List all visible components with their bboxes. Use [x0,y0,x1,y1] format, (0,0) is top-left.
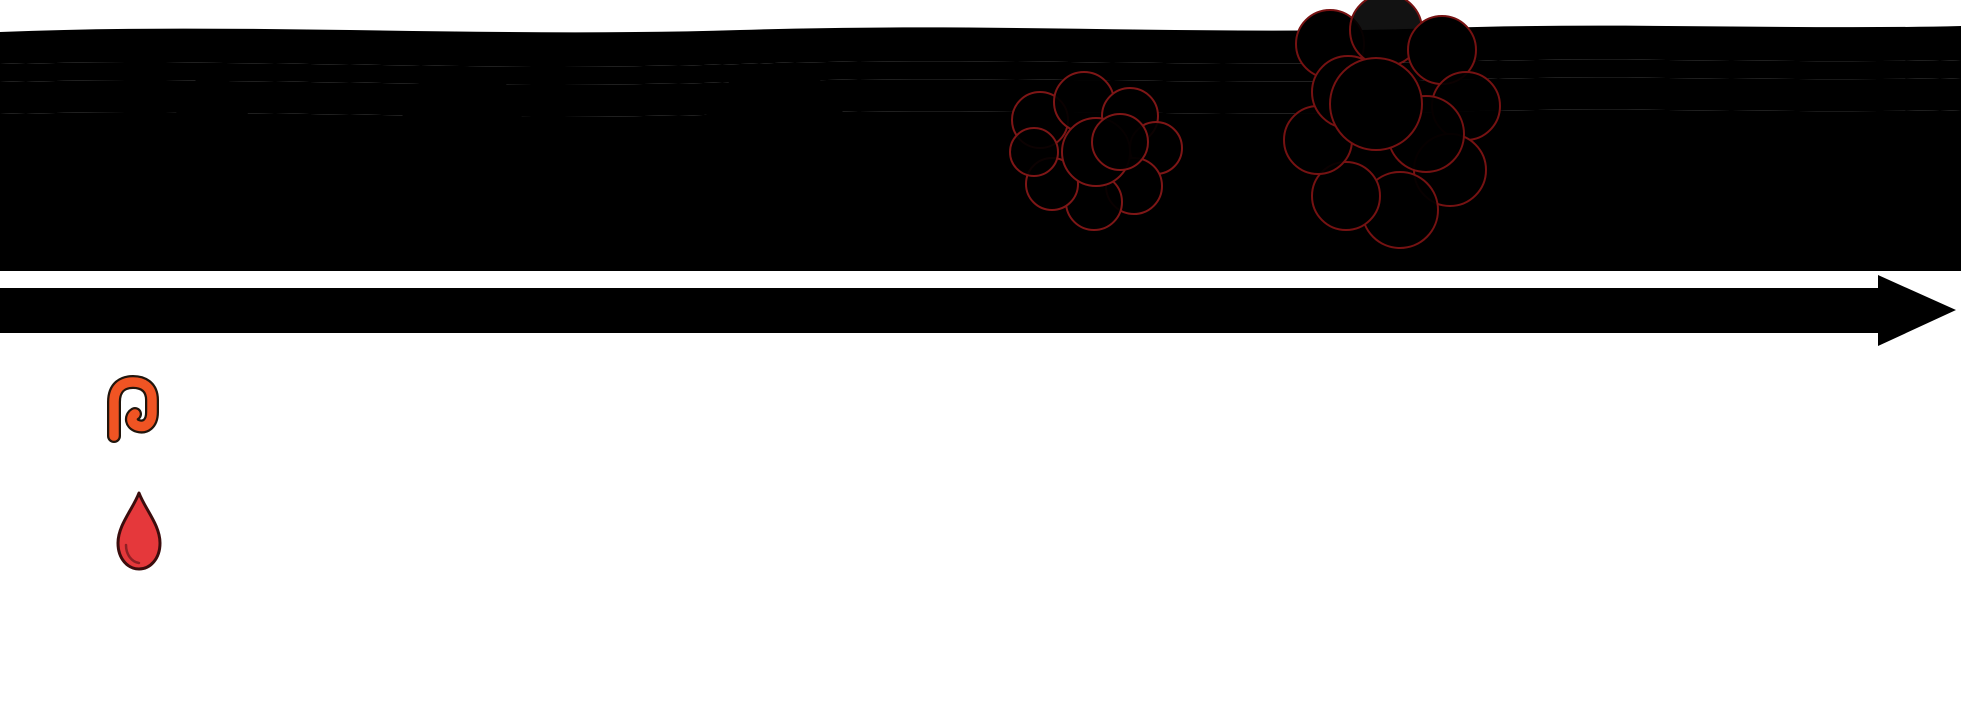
advanced-adenoma-shape [402,66,522,178]
benign-polyp-shape [176,76,248,160]
colon-icon [98,372,168,451]
tumor-stage34-shape [1283,0,1501,249]
dysplastic-adenoma-shape [704,72,844,192]
timeline-arrow-band [0,275,1956,346]
mucosa-layer [0,109,1961,271]
blood-drop-icon [114,489,164,580]
tumor-stage12-shape [1009,71,1183,231]
